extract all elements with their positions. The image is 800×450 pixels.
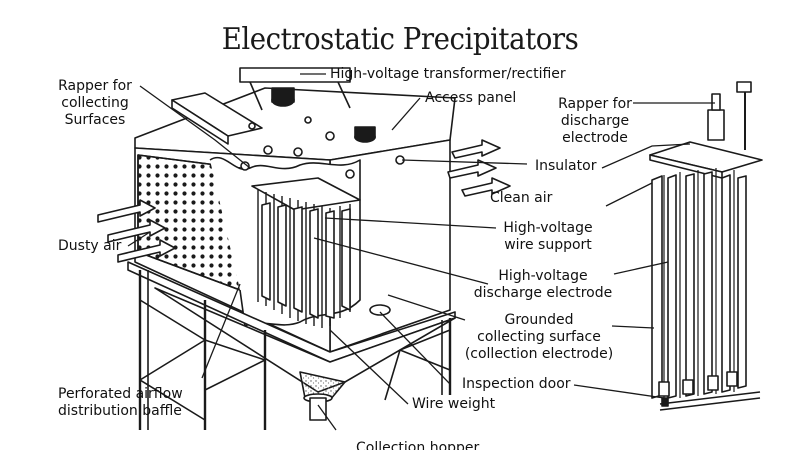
label-wire-support: High-voltage wire support xyxy=(503,220,593,253)
label-rapper-collecting: Rapper for collecting Surfaces xyxy=(58,78,132,128)
label-inspection-door: Inspection door xyxy=(462,376,571,392)
clean-air-arrow xyxy=(451,139,501,159)
leader-dusty-air xyxy=(127,231,151,247)
label-collection: Collection hopper xyxy=(356,440,480,450)
leader-rapper-collecting xyxy=(139,85,251,169)
label-access-panel: Access panel xyxy=(425,90,517,106)
leader-access-panel xyxy=(391,97,421,131)
label-transformer: High-voltage transformer/rectifier xyxy=(330,66,566,82)
inspection-door xyxy=(369,304,391,316)
leader-inspection-side xyxy=(573,384,665,399)
label-insulator: Insulator xyxy=(535,158,597,174)
label-grounded-surface: Grounded collecting surface (collection … xyxy=(464,312,614,362)
leader-wire-weight xyxy=(329,329,409,405)
leader-grounded xyxy=(387,294,466,321)
label-discharge-electrode: High-voltage discharge electrode xyxy=(473,268,613,301)
leader-wire-support-side xyxy=(605,182,653,207)
leader-insulator xyxy=(401,159,528,165)
leader-inspection-door xyxy=(379,311,451,385)
leader-collection xyxy=(317,404,337,431)
dusty-air-arrow xyxy=(97,199,156,223)
label-clean-air: Clean air xyxy=(490,190,553,206)
label-wire-weight: Wire weight xyxy=(412,396,496,412)
leader-discharge-electrode xyxy=(313,237,489,285)
side-plate-1 xyxy=(651,175,663,399)
leader-discharge-side xyxy=(613,261,669,275)
leader-baffle xyxy=(201,283,241,379)
leader-grounded-side xyxy=(611,325,655,329)
transformer-box xyxy=(239,67,351,83)
label-dusty-air: Dusty air xyxy=(58,238,122,254)
diagram-title: Electrostatic Precipitators xyxy=(221,22,579,57)
leader-insulator-side xyxy=(601,143,691,169)
label-baffle: Perforated airflow distribution baffle xyxy=(58,386,183,419)
label-rapper-discharge: Rapper for discharge electrode xyxy=(558,96,632,146)
wire-support-frame xyxy=(251,177,361,211)
leader-wire-support xyxy=(324,217,497,229)
